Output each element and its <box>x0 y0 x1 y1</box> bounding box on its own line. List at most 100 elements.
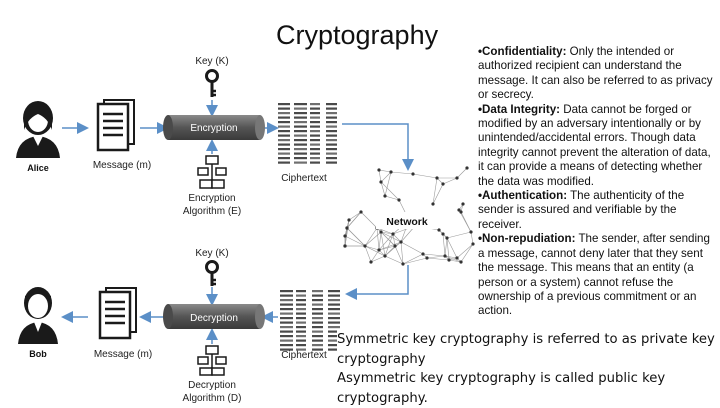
network-node <box>391 232 395 236</box>
network-node <box>411 172 415 176</box>
network-node <box>389 170 393 174</box>
network-node <box>455 176 459 180</box>
message-top-label: Message (m) <box>93 160 151 171</box>
network-link <box>392 233 402 243</box>
ciphertext-glyph-row <box>296 303 306 306</box>
ciphertext-block-bottom <box>280 290 340 351</box>
ciphertext-glyph-row <box>280 290 293 293</box>
ciphertext-glyph-row <box>328 290 340 293</box>
ciphertext-glyph-row <box>294 139 307 142</box>
ciphertext-glyph-row <box>278 139 290 142</box>
ciphertext-glyph-row <box>326 161 337 164</box>
ciphertext-glyph-row <box>280 308 293 311</box>
network-link <box>346 227 366 247</box>
network-link <box>444 255 462 263</box>
ciphertext-glyph-row <box>310 107 320 110</box>
bullet-text: Only the intended or authorized recipien… <box>478 45 713 102</box>
network-mesh-icon <box>343 166 475 266</box>
network-node <box>459 260 463 264</box>
network-link <box>378 241 402 251</box>
network-link <box>360 211 378 229</box>
network-link <box>364 245 386 257</box>
ciphertext-to-network-arrow <box>342 123 414 171</box>
decryption-label: Decryption <box>190 313 238 324</box>
ciphertext-glyph-row <box>278 130 290 133</box>
ciphertext-glyph-row <box>296 299 306 302</box>
ciphertext-glyph-row <box>278 125 290 128</box>
ciphertext-glyph-row <box>312 321 323 324</box>
network-link <box>380 181 386 197</box>
network-link <box>364 227 378 247</box>
encryption-label: Encryption <box>190 123 237 134</box>
network-node <box>347 218 351 222</box>
ciphertext-glyph-row <box>310 112 320 115</box>
network-link <box>442 233 446 257</box>
bullet-term: •Data Integrity: <box>478 102 561 116</box>
ciphertext-glyph-row <box>280 348 293 351</box>
ciphertext-glyph-row <box>280 339 293 342</box>
network-link <box>378 231 382 251</box>
network-node <box>443 254 447 258</box>
decryption-pipe <box>163 304 265 329</box>
network-node <box>383 194 387 198</box>
ciphertext-glyph-row <box>326 112 337 115</box>
ciphertext-glyph-row <box>296 290 306 293</box>
ciphertext-glyph-row <box>280 303 293 306</box>
key-top-label: Key (K) <box>195 56 228 67</box>
network-link <box>442 177 458 185</box>
network-node <box>431 202 435 206</box>
network-link <box>426 257 450 261</box>
network-link <box>456 167 468 179</box>
network-link <box>394 245 404 265</box>
ciphertext-glyph-row <box>312 312 323 315</box>
ciphertext-glyph-row <box>310 116 320 119</box>
ciphertext-glyph-row <box>328 317 340 320</box>
ciphertext-glyph-row <box>312 330 323 333</box>
ciphertext-glyph-row <box>310 125 320 128</box>
ciphertext-glyph-row <box>280 317 293 320</box>
network-link <box>384 171 392 197</box>
network-link <box>384 233 394 257</box>
ciphertext-block-top <box>278 103 337 164</box>
ciphertext-glyph-row <box>296 321 306 324</box>
network-node <box>425 256 429 260</box>
ciphertext-glyph-row <box>296 348 306 351</box>
network-link <box>364 245 380 251</box>
network-link <box>390 171 414 175</box>
ciphertext-glyph-row <box>312 339 323 342</box>
ciphertext-glyph-row <box>328 308 340 311</box>
document-icon-bottom <box>98 287 137 340</box>
network-link <box>446 231 472 239</box>
network-link <box>370 249 380 263</box>
ciphertext-glyph-row <box>312 308 323 311</box>
ciphertext-glyph-row <box>310 103 320 106</box>
network-link <box>380 231 394 235</box>
network-node <box>383 254 387 258</box>
network-link <box>402 257 428 265</box>
ciphertext-glyph-row <box>278 116 290 119</box>
network-link <box>448 259 462 263</box>
ciphertext-glyph-row <box>310 157 320 160</box>
ciphertext-glyph-row <box>312 335 323 338</box>
network-link <box>444 237 448 257</box>
ciphertext-glyph-row <box>296 330 306 333</box>
ciphertext-glyph-row <box>326 157 337 160</box>
network-link <box>402 253 424 265</box>
ciphertext-glyph-row <box>294 161 307 164</box>
network-link <box>380 231 402 243</box>
ciphertext-glyph-row <box>296 339 306 342</box>
ciphertext-glyph-row <box>310 152 320 155</box>
bob-label: Bob <box>29 349 47 359</box>
network-link <box>444 255 458 259</box>
ciphertext-glyph-row <box>296 344 306 347</box>
network-node <box>401 262 405 266</box>
bullet-term: •Confidentiality: <box>478 45 567 58</box>
network-to-ciphertext-arrow <box>345 265 409 300</box>
network-link <box>348 211 362 221</box>
network-link <box>384 195 400 201</box>
ciphertext-glyph-row <box>278 112 290 115</box>
bullet-text: The authenticity of the sender is assure… <box>478 189 685 231</box>
ciphertext-glyph-row <box>296 308 306 311</box>
ciphertext-bottom-label: Ciphertext <box>281 350 327 361</box>
ciphertext-top-label: Ciphertext <box>281 173 327 184</box>
